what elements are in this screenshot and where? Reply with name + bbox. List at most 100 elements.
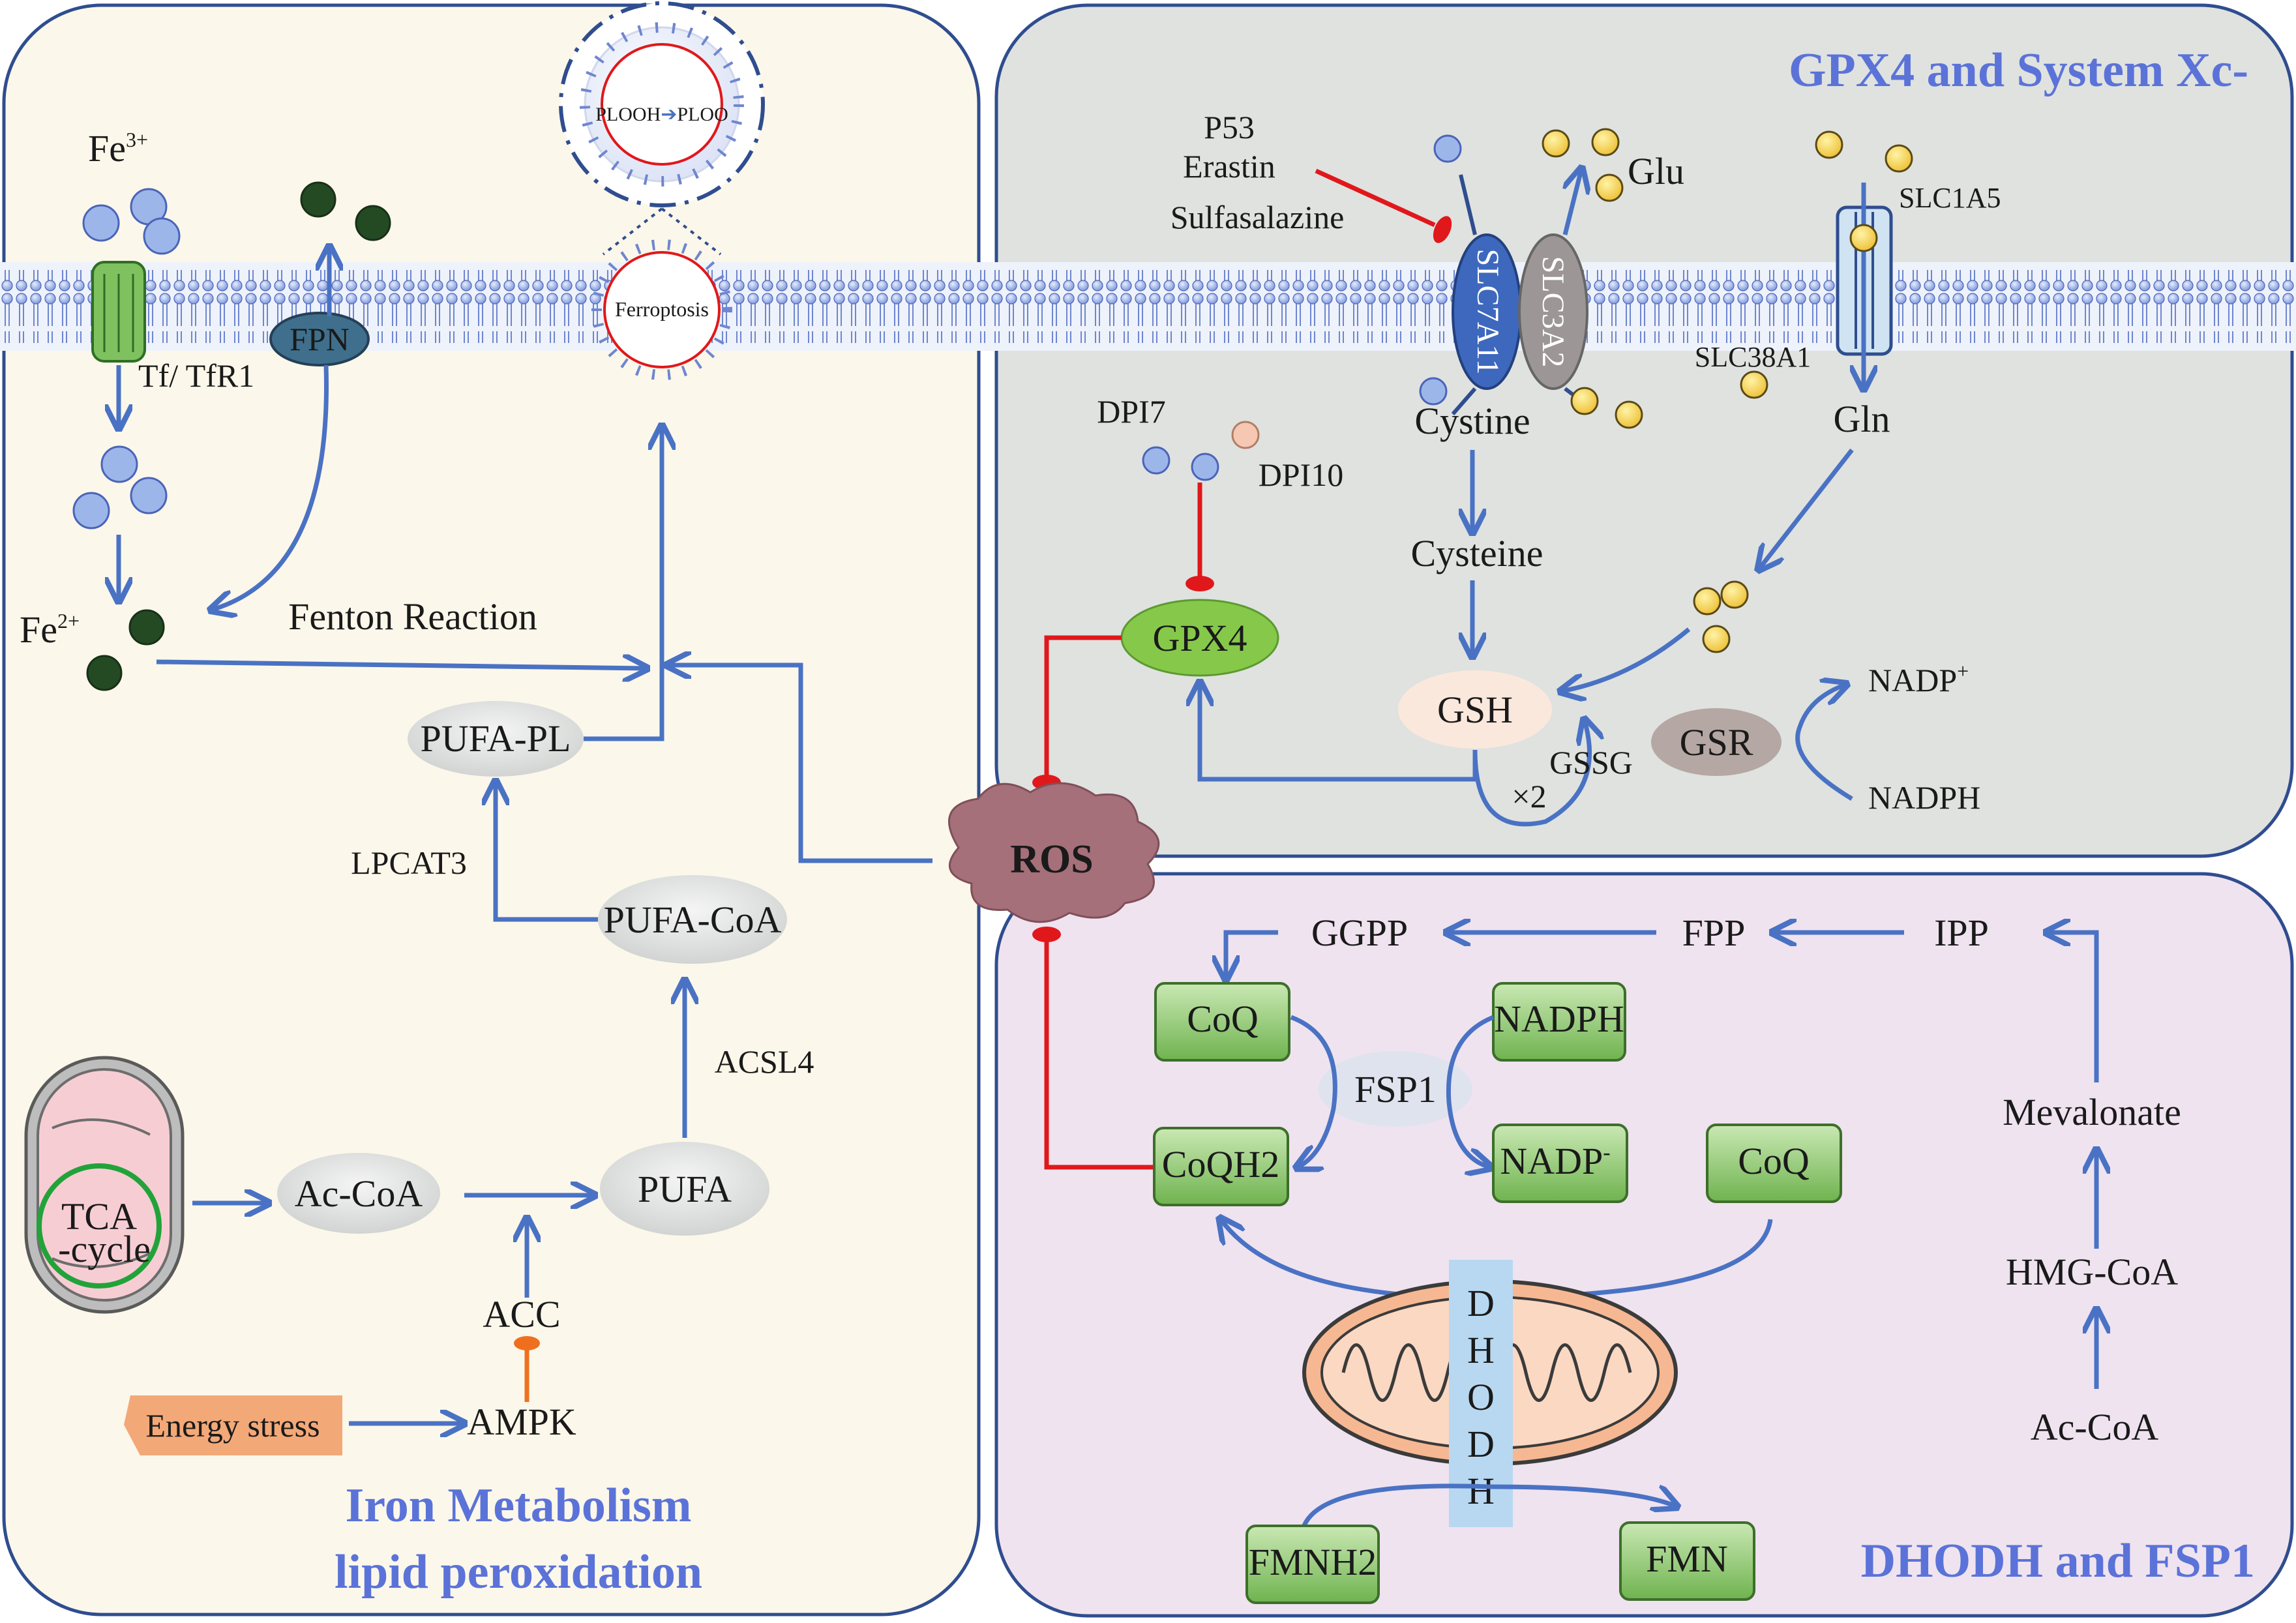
fe3-particles (82, 188, 181, 255)
glu-intracellular-particles (1693, 580, 1749, 653)
gsh-node (1398, 670, 1552, 749)
plooh-ploo-label: PLOOH➔PLOO (595, 104, 728, 125)
coq-right-box (1706, 1124, 1842, 1203)
fsp1-label: FSP1 (1354, 1068, 1437, 1110)
tf-tfr1-label: Tf/ TfR1 (138, 357, 254, 394)
arrow-ggpp-to-coq (1226, 930, 1278, 978)
arrow-fmnh2-to-fmn (1300, 1483, 1676, 1530)
dpi-particles (1142, 421, 1260, 481)
cysteine-label: Cysteine (1411, 532, 1543, 574)
fmnh2-label: FMNH2 (1249, 1541, 1377, 1583)
glu-particles (1542, 128, 1643, 429)
gln-particles (1740, 130, 1913, 399)
fenton-reaction-label: Fenton Reaction (288, 595, 537, 638)
energy-stress-label: Energy stress (145, 1407, 320, 1444)
coq-top-label: CoQ (1187, 998, 1259, 1040)
dpi10-label: DPI10 (1259, 456, 1344, 493)
fe2-particles-exported (300, 181, 391, 241)
gsh-label: GSH (1437, 689, 1513, 731)
panel-dhodh-fsp1 (994, 872, 2294, 1618)
inhibit-erastin-head (1433, 216, 1452, 243)
arrow-pufa-coa-to-pufa-pl (496, 782, 598, 922)
slc1a5-label: SLC1A5 (1899, 182, 2001, 214)
coq-right-label: CoQ (1738, 1140, 1810, 1182)
inhibit-coqh2-to-ros (1044, 939, 1154, 1170)
arrow-fenton (156, 662, 646, 668)
tca-label-line1: TCA (61, 1195, 137, 1238)
slc3a2-label: SLC3A2 (1536, 256, 1570, 368)
acsl4-label: ACSL4 (715, 1043, 814, 1080)
pufa-coa-node (598, 875, 787, 964)
tca-label-line2: -cycle (58, 1228, 151, 1270)
tf-tfr1-channel (91, 261, 146, 363)
gpx4-label: GPX4 (1152, 617, 1247, 659)
gsr-node (1651, 708, 1782, 776)
dhodh-letter-4: D (1467, 1423, 1495, 1465)
arrow-glu-to-gsh (1562, 627, 1691, 691)
pufa-node (600, 1142, 769, 1236)
ferroptosis-vesicle (559, 1, 765, 380)
iron-panel-title-line2: lipid peroxidation (335, 1545, 702, 1599)
arrow-glu-export (1565, 170, 1581, 235)
fe3-intracellular-particles (72, 445, 168, 529)
acc-label: ACC (483, 1293, 560, 1335)
gsr-label: GSR (1680, 721, 1753, 764)
fpp-label: FPP (1682, 912, 1746, 954)
energy-stress-box (124, 1395, 342, 1455)
fpn-label: FPN (290, 321, 350, 357)
glu-label: Glu (1628, 150, 1684, 192)
ipp-label: IPP (1934, 912, 1989, 954)
line-cystine-import (1459, 174, 1477, 235)
cystine-particles (1419, 134, 1462, 406)
p53-label: P53 (1204, 109, 1255, 145)
arrow-gln-to-glu (1759, 448, 1854, 569)
dhodh-letters: D H O D H (1467, 1282, 1495, 1512)
dpi7-label: DPI7 (1097, 393, 1166, 430)
inhibit-erastin-to-slc7a11 (1315, 168, 1436, 228)
inhibit-coqh2-ros-head (1032, 927, 1061, 942)
fmn-label: FMN (1646, 1538, 1728, 1580)
dhodh-letter-2: H (1467, 1329, 1495, 1371)
erastin-label: Erastin (1183, 148, 1275, 185)
inhibit-ampk-to-acc-head (514, 1336, 540, 1350)
dhodh-bar (1449, 1260, 1513, 1527)
inhibit-dpi-head (1185, 576, 1214, 591)
fe2-label: Fe2+ (20, 608, 80, 651)
panel-gpx4-system-xc (994, 3, 2294, 858)
x2-label: ×2 (1512, 778, 1546, 814)
arrow-nadph-to-nadp-minus (1446, 1015, 1493, 1167)
arrow-gssg-cycle (1472, 721, 1590, 827)
pufa-pl-label: PUFA-PL (421, 717, 571, 760)
arrow-ros-to-ferroptosis (668, 665, 932, 863)
membrane-bilayer (0, 270, 2296, 343)
line-cystine-inside (1451, 387, 1477, 415)
ampk-label: AMPK (467, 1401, 576, 1443)
slc38a1-label: SLC38A1 (1695, 341, 1811, 373)
fe3-label: Fe3+ (88, 127, 148, 170)
system-xc-transporter (1452, 233, 1588, 390)
nadp-minus-label: NADP- (1500, 1140, 1610, 1182)
pufa-coa-label: PUFA-CoA (604, 899, 782, 941)
fe2-intracellular-particles (86, 609, 165, 691)
nadph-dhodh-label: NADPH (1494, 998, 1624, 1040)
fmnh2-box (1245, 1525, 1380, 1604)
pufa-pl-node (408, 701, 584, 777)
ferroptosis-label: Ferroptosis (615, 297, 709, 321)
dhodh-panel-title: DHODH and FSP1 (1861, 1534, 2255, 1588)
fsp1-node (1319, 1051, 1472, 1127)
coq-top-box (1154, 982, 1290, 1062)
arrow-coq-to-coqh2 (1291, 1015, 1337, 1167)
gln-label: Gln (1834, 398, 1890, 440)
coqh2-box (1153, 1127, 1289, 1206)
cystine-label: Cystine (1414, 400, 1530, 442)
slc7a11-label: SLC7A11 (1470, 249, 1505, 375)
iron-panel-title-line1: Iron Metabolism (345, 1479, 691, 1532)
ros-label: ROS (1010, 837, 1093, 882)
arrow-fpn-to-fe2 (212, 365, 329, 610)
mitochondrion-tca (24, 1056, 185, 1314)
arrow-nadph-to-nadp (1795, 685, 1852, 801)
nadph-dhodh-box (1492, 982, 1626, 1062)
nadp-minus-box (1492, 1124, 1628, 1203)
